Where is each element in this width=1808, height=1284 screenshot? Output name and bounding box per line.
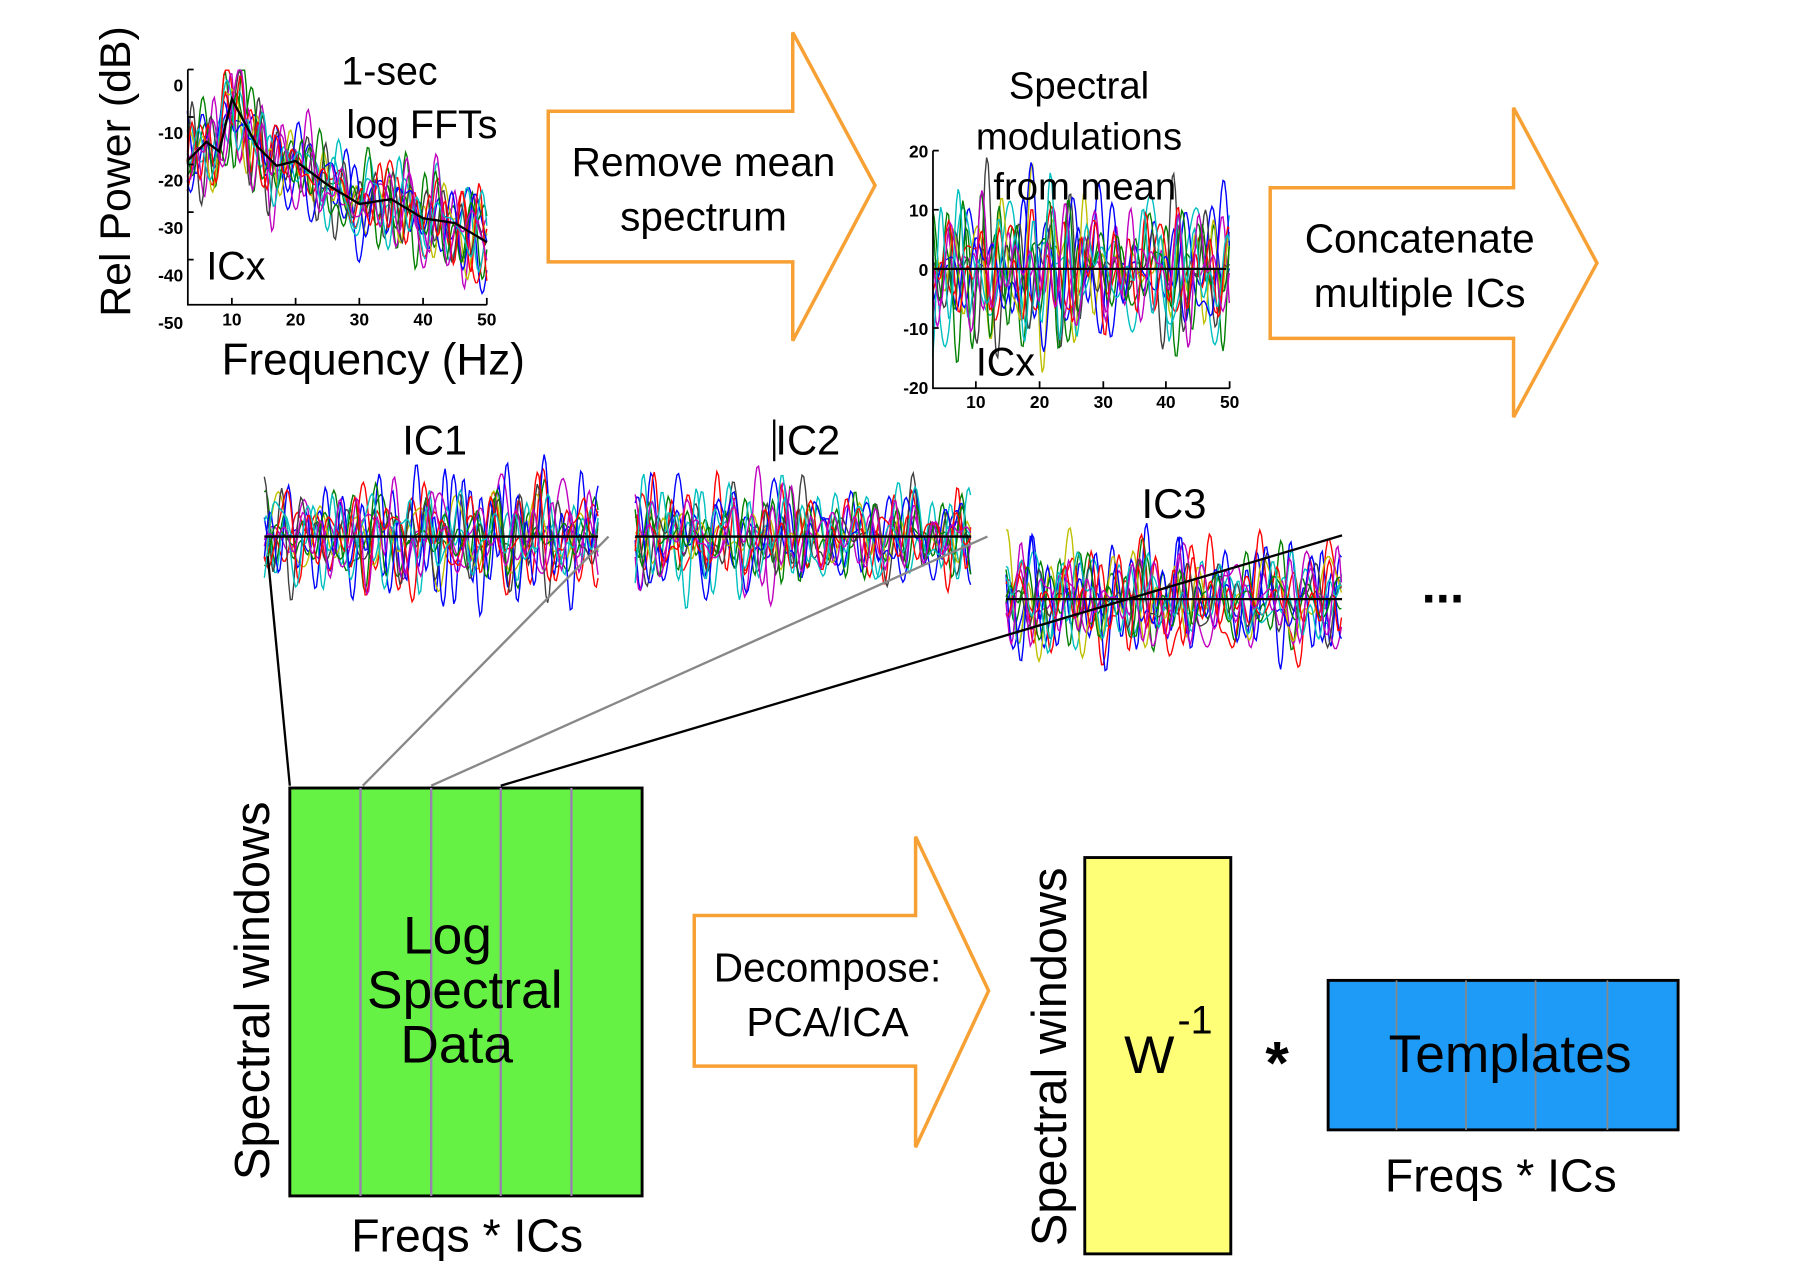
spectral-trace bbox=[932, 162, 1230, 352]
ic-label: IC1 bbox=[402, 416, 467, 463]
connector-line bbox=[500, 534, 1343, 787]
arrow-label: spectrum bbox=[620, 194, 787, 240]
inverse-weights-matrix: W -1 Spectral windows bbox=[1023, 856, 1233, 1256]
y-tick: -10 bbox=[903, 319, 928, 339]
spectral-trace bbox=[634, 492, 972, 579]
y-tick: -20 bbox=[903, 378, 928, 398]
modulations-plot: 20 10 0 -10 -20 10 20 30 40 50 Spectral … bbox=[903, 65, 1239, 412]
arrow-label: Decompose: bbox=[714, 945, 942, 991]
x-tick: 10 bbox=[966, 392, 985, 412]
column-axis-label: Freqs * ICs bbox=[351, 1210, 583, 1262]
ic3-panel: IC3 bbox=[1005, 480, 1343, 672]
spectral-trace bbox=[634, 470, 972, 589]
x-tick: 20 bbox=[286, 310, 305, 330]
spectral-trace bbox=[634, 484, 972, 588]
decompose-arrow: Decompose: PCA/ICA bbox=[692, 835, 991, 1148]
x-axis-label: Frequency (Hz) bbox=[222, 335, 525, 384]
fft-traces bbox=[186, 68, 488, 296]
y-tick: -50 bbox=[158, 313, 183, 333]
x-tick: 10 bbox=[222, 310, 241, 330]
log-spectral-data-matrix: Log Spectral Data Spectral windows Freqs… bbox=[226, 786, 644, 1262]
arrow-label: Concatenate bbox=[1305, 216, 1535, 262]
ic-tag: ICx bbox=[976, 340, 1035, 384]
arrow-label: multiple ICs bbox=[1314, 270, 1526, 316]
connector-line bbox=[266, 556, 291, 786]
spectral-trace bbox=[1005, 554, 1343, 652]
ellipsis: ... bbox=[1422, 557, 1464, 614]
matrix-symbol: W bbox=[1124, 1026, 1175, 1085]
fft-plot: 0 -10 -20 -30 -40 -50 10 20 30 40 50 Rel… bbox=[92, 26, 525, 384]
ic1-traces bbox=[263, 454, 599, 619]
spectral-trace bbox=[186, 69, 488, 269]
concatenate-arrow: Concatenate multiple ICs bbox=[1268, 106, 1599, 419]
plot-title-line: 1-sec bbox=[341, 50, 437, 94]
y-tick: 0 bbox=[174, 76, 184, 96]
remove-mean-arrow: Remove mean spectrum bbox=[546, 31, 877, 342]
y-tick: 0 bbox=[919, 260, 929, 280]
y-tick: -20 bbox=[158, 171, 183, 191]
spectral-trace bbox=[932, 157, 1230, 360]
connector-line bbox=[430, 535, 988, 787]
row-axis-label: Spectral windows bbox=[1023, 868, 1077, 1247]
connector-line bbox=[361, 535, 610, 787]
spectral-trace bbox=[634, 473, 972, 609]
y-tick: -10 bbox=[158, 123, 183, 143]
column-divider bbox=[359, 788, 573, 1196]
spectral-trace bbox=[263, 480, 599, 594]
ic-label: IC3 bbox=[1142, 480, 1207, 527]
x-tick: 20 bbox=[1030, 392, 1049, 412]
y-tick: -40 bbox=[158, 266, 183, 286]
templates-matrix: Templates Freqs * ICs bbox=[1326, 978, 1680, 1201]
ic-label: IC2 bbox=[775, 416, 840, 463]
spectral-trace bbox=[932, 206, 1230, 327]
column-divider bbox=[1395, 980, 1609, 1130]
x-tick: 50 bbox=[1220, 392, 1239, 412]
x-tick: 40 bbox=[1156, 392, 1175, 412]
y-tick: -30 bbox=[158, 218, 183, 238]
x-tick: 30 bbox=[1094, 392, 1113, 412]
column-axis-label: Freqs * ICs bbox=[1385, 1149, 1617, 1201]
arrow-label: PCA/ICA bbox=[746, 999, 908, 1045]
plot-title-line: log FFTs bbox=[346, 103, 497, 147]
ic1-panel: IC1 bbox=[263, 416, 599, 619]
matrix-exponent: -1 bbox=[1177, 999, 1212, 1043]
ic-tag: ICx bbox=[206, 244, 265, 288]
ic2-panel: IC2 bbox=[634, 416, 972, 609]
arrow-label: Remove mean bbox=[572, 139, 836, 185]
spectral-trace bbox=[932, 190, 1230, 348]
y-tick: 10 bbox=[909, 201, 928, 221]
multiply-sign: * bbox=[1265, 1029, 1289, 1097]
plot-title-line: from mean bbox=[993, 165, 1176, 208]
modulation-axes bbox=[932, 149, 1231, 390]
matrix-label: Templates bbox=[1389, 1025, 1632, 1084]
matrix-label-line: Spectral bbox=[367, 961, 563, 1020]
y-tick: 20 bbox=[909, 142, 928, 162]
mean-spectrum-line bbox=[186, 95, 488, 244]
ic2-traces bbox=[634, 464, 972, 609]
plot-title-line: Spectral bbox=[1009, 65, 1149, 108]
modulation-traces bbox=[932, 157, 1230, 373]
matrix-label-line: Data bbox=[400, 1016, 513, 1075]
ic3-traces bbox=[1005, 523, 1343, 672]
spectral-trace bbox=[186, 78, 488, 259]
y-axis-label: Rel Power (dB) bbox=[92, 26, 140, 317]
matrix-label-line: Log bbox=[403, 907, 492, 966]
x-tick: 30 bbox=[350, 310, 369, 330]
x-tick: 40 bbox=[413, 310, 432, 330]
plot-title-line: modulations bbox=[976, 115, 1182, 158]
row-axis-label: Spectral windows bbox=[226, 802, 280, 1181]
spectral-trace bbox=[1005, 541, 1343, 649]
x-tick: 50 bbox=[477, 310, 496, 330]
spectral-trace bbox=[1005, 549, 1343, 655]
fft-axes bbox=[186, 68, 488, 306]
spectral-trace bbox=[263, 475, 599, 596]
